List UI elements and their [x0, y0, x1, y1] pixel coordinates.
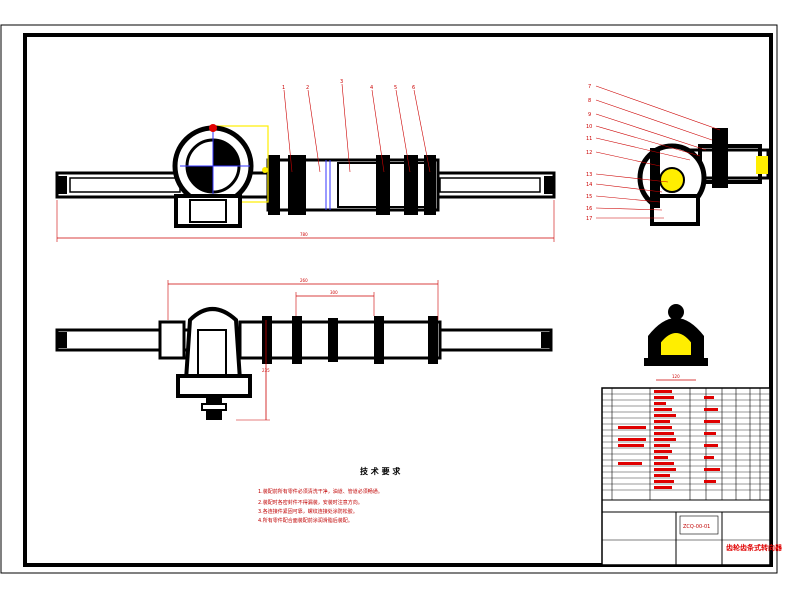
side-view — [637, 128, 770, 226]
leader-label-15: 15 — [586, 194, 592, 200]
section-view: 120 — [644, 304, 708, 381]
dim-section-width: 120 — [672, 374, 680, 379]
front-view: 780 — [55, 124, 556, 242]
leader-label-12: 12 — [586, 150, 592, 156]
leader-label-9: 9 — [588, 112, 591, 118]
leader-label-16: 16 — [586, 206, 592, 212]
drawing-title: 齿轮齿条式转向器 — [726, 543, 783, 552]
leader-label-1: 1 — [282, 85, 285, 91]
drawing-code: ZCQ-00-01 — [683, 524, 710, 530]
leader-label-3: 3 — [340, 79, 343, 85]
leader-label-11: 11 — [586, 136, 592, 142]
leader-lines-right — [595, 85, 721, 219]
leader-label-8: 8 — [588, 98, 591, 104]
leader-label-5: 5 — [394, 85, 397, 91]
leader-label-14: 14 — [586, 182, 592, 188]
tech-note-3: 3.各连接件紧固可靠，螺纹连接处涂防松胶。 — [258, 508, 358, 515]
leader-label-13: 13 — [586, 172, 592, 178]
tech-note-1: 1.装配前所有零件必须清洗干净，油道、管道必须畅通。 — [258, 488, 383, 495]
tech-note-2: 2.装配时各密封件不得漏装，安装时注意方向。 — [258, 499, 363, 506]
leader-label-7: 7 — [588, 84, 591, 90]
leader-label-10: 10 — [586, 124, 592, 130]
inner-border — [23, 33, 773, 567]
dim-height: 235 — [262, 368, 270, 373]
dim-overall: 780 — [300, 232, 308, 237]
leader-label-4: 4 — [370, 85, 373, 91]
title-block: ZCQ-00-01 齿轮齿条式转向器 — [601, 387, 783, 566]
dim-bottom-inner: 300 — [330, 290, 338, 295]
leader-lines-top — [283, 83, 431, 173]
leader-label-6: 6 — [412, 85, 415, 91]
leader-label-2: 2 — [306, 85, 309, 91]
tech-note-4: 4.所有零件配合面装配前涂润滑脂后装配。 — [258, 517, 353, 524]
dim-bottom-span: 260 — [300, 278, 308, 283]
top-view: 260 300 235 — [55, 278, 553, 421]
leader-label-17: 17 — [586, 216, 592, 222]
tech-requirements-heading: 技 术 要 求 — [360, 466, 401, 476]
